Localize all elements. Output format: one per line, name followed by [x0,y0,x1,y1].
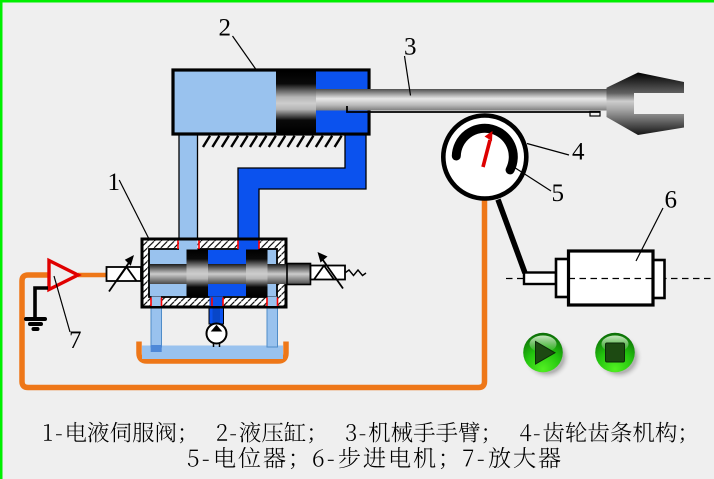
svg-text:6: 6 [665,187,678,214]
svg-text:2: 2 [219,15,232,42]
svg-text:5: 5 [552,180,565,207]
svg-text:1: 1 [108,169,121,196]
svg-text:7: 7 [69,327,82,354]
svg-text:3: 3 [404,34,417,61]
svg-text:4: 4 [572,139,585,166]
